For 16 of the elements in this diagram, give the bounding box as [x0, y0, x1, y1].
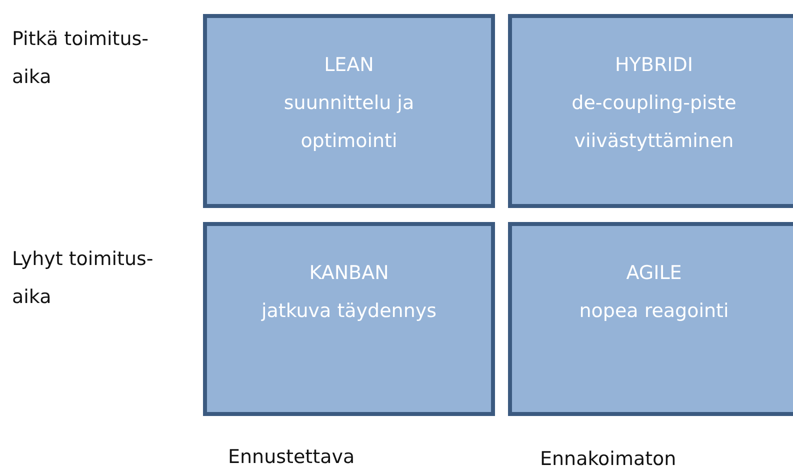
column-label: Ennakoimaton: [540, 447, 676, 470]
quadrant-heading: LEAN: [324, 53, 374, 78]
quadrant-description: nopea reagointi: [578, 299, 730, 324]
quadrant-description: de-coupling-piste viivästyttäminen: [570, 91, 738, 154]
quadrant-description: suunnittelu ja optimointi: [282, 91, 416, 154]
quadrant-description: jatkuva täydennys: [260, 299, 438, 324]
row-label: Lyhyt toimitus- aika: [12, 247, 154, 310]
quadrant-heading: KANBAN: [309, 261, 389, 286]
quadrant-box: [203, 14, 495, 208]
quadrant-heading: HYBRIDI: [615, 53, 693, 78]
quadrant-box: [203, 222, 495, 416]
row-label: Pitkä toimitus- aika: [12, 27, 150, 90]
column-label: Ennustettava: [228, 445, 355, 470]
quadrant-box: [508, 14, 793, 208]
quadrant-heading: AGILE: [626, 261, 682, 286]
quadrant-box: [508, 222, 793, 416]
